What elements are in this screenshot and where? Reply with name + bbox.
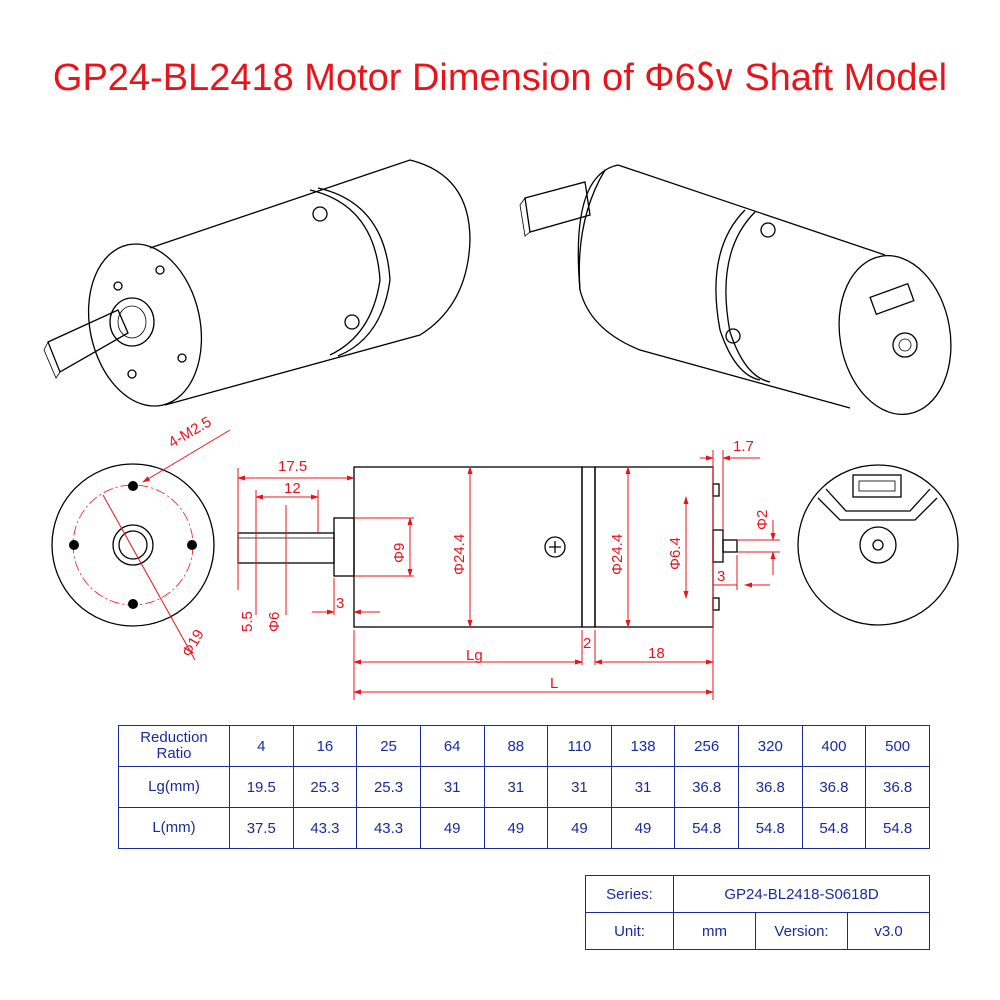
dim-shaft-flat-width: 5.5 (239, 611, 256, 632)
dim-rear-boss-dia: Φ6.4 (667, 537, 684, 570)
l-cell: 54.8 (738, 807, 803, 849)
dim-gap: 2 (583, 635, 591, 652)
drawing-title: GP24-BL2418 Motor Dimension of Φ6㏜ Shaft… (52, 57, 948, 99)
front-end-view (51, 429, 231, 661)
dim-motor-body-dia: Φ24.4 (609, 534, 626, 575)
isometric-front-view (43, 159, 471, 407)
ratio-cell: 138 (610, 725, 676, 767)
dim-rear-shaft-length: 3 (717, 568, 725, 585)
dim-pcd: Φ19 (179, 627, 208, 660)
dim-shaft-dia: Φ6 (266, 612, 283, 632)
header-ratio-label: Ratio (156, 745, 192, 762)
lg-cell: 31 (419, 766, 485, 808)
lg-cell: 36.8 (801, 766, 867, 808)
lg-cell: 25.3 (356, 766, 421, 808)
ratio-cell: 16 (292, 725, 358, 767)
isometric-rear-view (519, 164, 952, 416)
l-cell: 43.3 (356, 807, 421, 849)
dim-lg: Lg (466, 647, 483, 664)
table-row-lg: Lg(mm) 19.5 25.3 25.3 31 31 31 31 36.8 3… (118, 766, 930, 808)
unit-label: Unit: (585, 912, 674, 950)
dim-l: L (550, 675, 558, 692)
series-value: GP24-BL2418-S0618D (672, 875, 931, 913)
series-label: Series: (585, 875, 674, 913)
unit-value: mm (673, 912, 756, 950)
ratio-cell: 400 (801, 725, 867, 767)
ratio-cell: 110 (547, 725, 612, 767)
rear-end-view (797, 464, 959, 626)
version-value: v3.0 (846, 912, 931, 950)
dim-rear-offset: 1.7 (733, 438, 754, 455)
lg-cell: 36.8 (674, 766, 739, 808)
lg-cell: 31 (483, 766, 549, 808)
ratio-cell: 4 (229, 725, 294, 767)
l-cell: 54.8 (674, 807, 739, 849)
dim-boss-length: 3 (336, 595, 344, 612)
lg-cell: 31 (547, 766, 612, 808)
dim-gear-body-dia: Φ24.4 (451, 534, 468, 575)
table-row-unit-version: Unit: mm Version: v3.0 (585, 912, 931, 950)
ratio-cell: 25 (356, 725, 421, 767)
l-cell: 49 (419, 807, 485, 849)
lg-cell: 36.8 (865, 766, 930, 808)
l-cell: 49 (547, 807, 612, 849)
lg-cell: 25.3 (292, 766, 358, 808)
dimension-lines (237, 450, 780, 700)
header-l: L(mm) (118, 807, 230, 849)
l-cell: 37.5 (229, 807, 294, 849)
reduction-ratio-table: Reduction Ratio 4 16 25 64 88 110 138 25… (118, 725, 930, 849)
ratio-cell: 88 (483, 725, 549, 767)
lg-cell: 31 (610, 766, 676, 808)
ratio-cell: 320 (738, 725, 803, 767)
ratio-cell: 256 (674, 725, 739, 767)
dim-shaft-total: 17.5 (278, 458, 307, 475)
dim-shaft-flat: 12 (284, 480, 301, 497)
dim-boss-dia: Φ9 (391, 543, 408, 563)
dim-rear-shaft-dia: Φ2 (754, 510, 771, 530)
dim-motor-length: 18 (648, 645, 665, 662)
l-cell: 54.8 (801, 807, 867, 849)
header-lg: Lg(mm) (118, 766, 230, 808)
version-label: Version: (755, 912, 848, 950)
header-reduction-label: Reduction (140, 729, 208, 746)
table-row-series: Series: GP24-BL2418-S0618D (585, 875, 931, 913)
l-cell: 54.8 (865, 807, 930, 849)
ratio-cell: 500 (865, 725, 930, 767)
table-row-l: L(mm) 37.5 43.3 43.3 49 49 49 49 54.8 54… (118, 807, 930, 849)
side-view (237, 466, 738, 628)
ratio-cell: 64 (419, 725, 485, 767)
l-cell: 49 (610, 807, 676, 849)
header-reduction-ratio: Reduction Ratio (118, 725, 230, 767)
lg-cell: 19.5 (229, 766, 294, 808)
dim-mount-holes: 4-M2.5 (166, 413, 215, 451)
lg-cell: 36.8 (738, 766, 803, 808)
title-block-table: Series: GP24-BL2418-S0618D Unit: mm Vers… (585, 875, 931, 950)
table-row-ratio: Reduction Ratio 4 16 25 64 88 110 138 25… (118, 725, 930, 767)
l-cell: 43.3 (292, 807, 358, 849)
l-cell: 49 (483, 807, 549, 849)
